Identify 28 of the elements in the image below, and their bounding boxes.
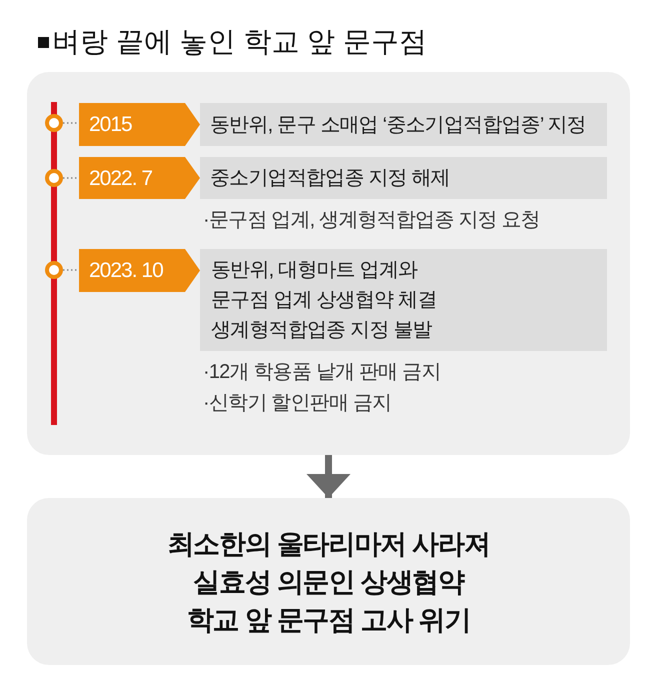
- event-text: 중소기업적합업종 지정 해제: [210, 166, 451, 191]
- dotted-line: [63, 177, 79, 179]
- event-text: 동반위, 문구 소매업 ‘중소기업적합업종’ 지정: [210, 112, 587, 138]
- event-band: [200, 249, 607, 351]
- date-tag: [79, 157, 200, 199]
- conclusion-text: 실효성 의문인 상생협약: [193, 566, 464, 598]
- event-band: [200, 157, 607, 199]
- event-text: 동반위, 대형마트 업계와 문구점 업계 상생협약 체결: [211, 258, 438, 313]
- date-tag: [79, 249, 200, 292]
- conclusion-text: 최소한의 울타리마저 사라져: [167, 528, 490, 560]
- date-tag: [79, 103, 200, 146]
- event-text: 생계형적합업종 지정 불발: [211, 318, 433, 343]
- date-text: 2022. 7: [89, 166, 152, 192]
- date-text: 2023. 10: [89, 258, 163, 284]
- conclusion-box: [27, 498, 630, 665]
- event-note: ·12개 학용품 낱개 판매 금지: [203, 360, 441, 385]
- date-text: 2015: [89, 112, 132, 138]
- timeline-dot: [45, 261, 63, 279]
- conclusion-text: 학교 앞 문구점 고사 위기: [186, 604, 470, 636]
- event-note: ·문구점 업계, 생계형적합업종 지정 요청: [203, 208, 540, 233]
- timeline-panel: [27, 72, 630, 455]
- dotted-line: [63, 269, 79, 271]
- timeline-dot: [45, 169, 63, 187]
- diagram-title: 벼랑 끝에 놓인 학교 앞 문구점: [52, 25, 427, 59]
- timeline-dot: [45, 114, 63, 132]
- dotted-line: [63, 122, 79, 124]
- event-note: ·신학기 할인판매 금지: [203, 391, 392, 416]
- event-band: [200, 103, 607, 146]
